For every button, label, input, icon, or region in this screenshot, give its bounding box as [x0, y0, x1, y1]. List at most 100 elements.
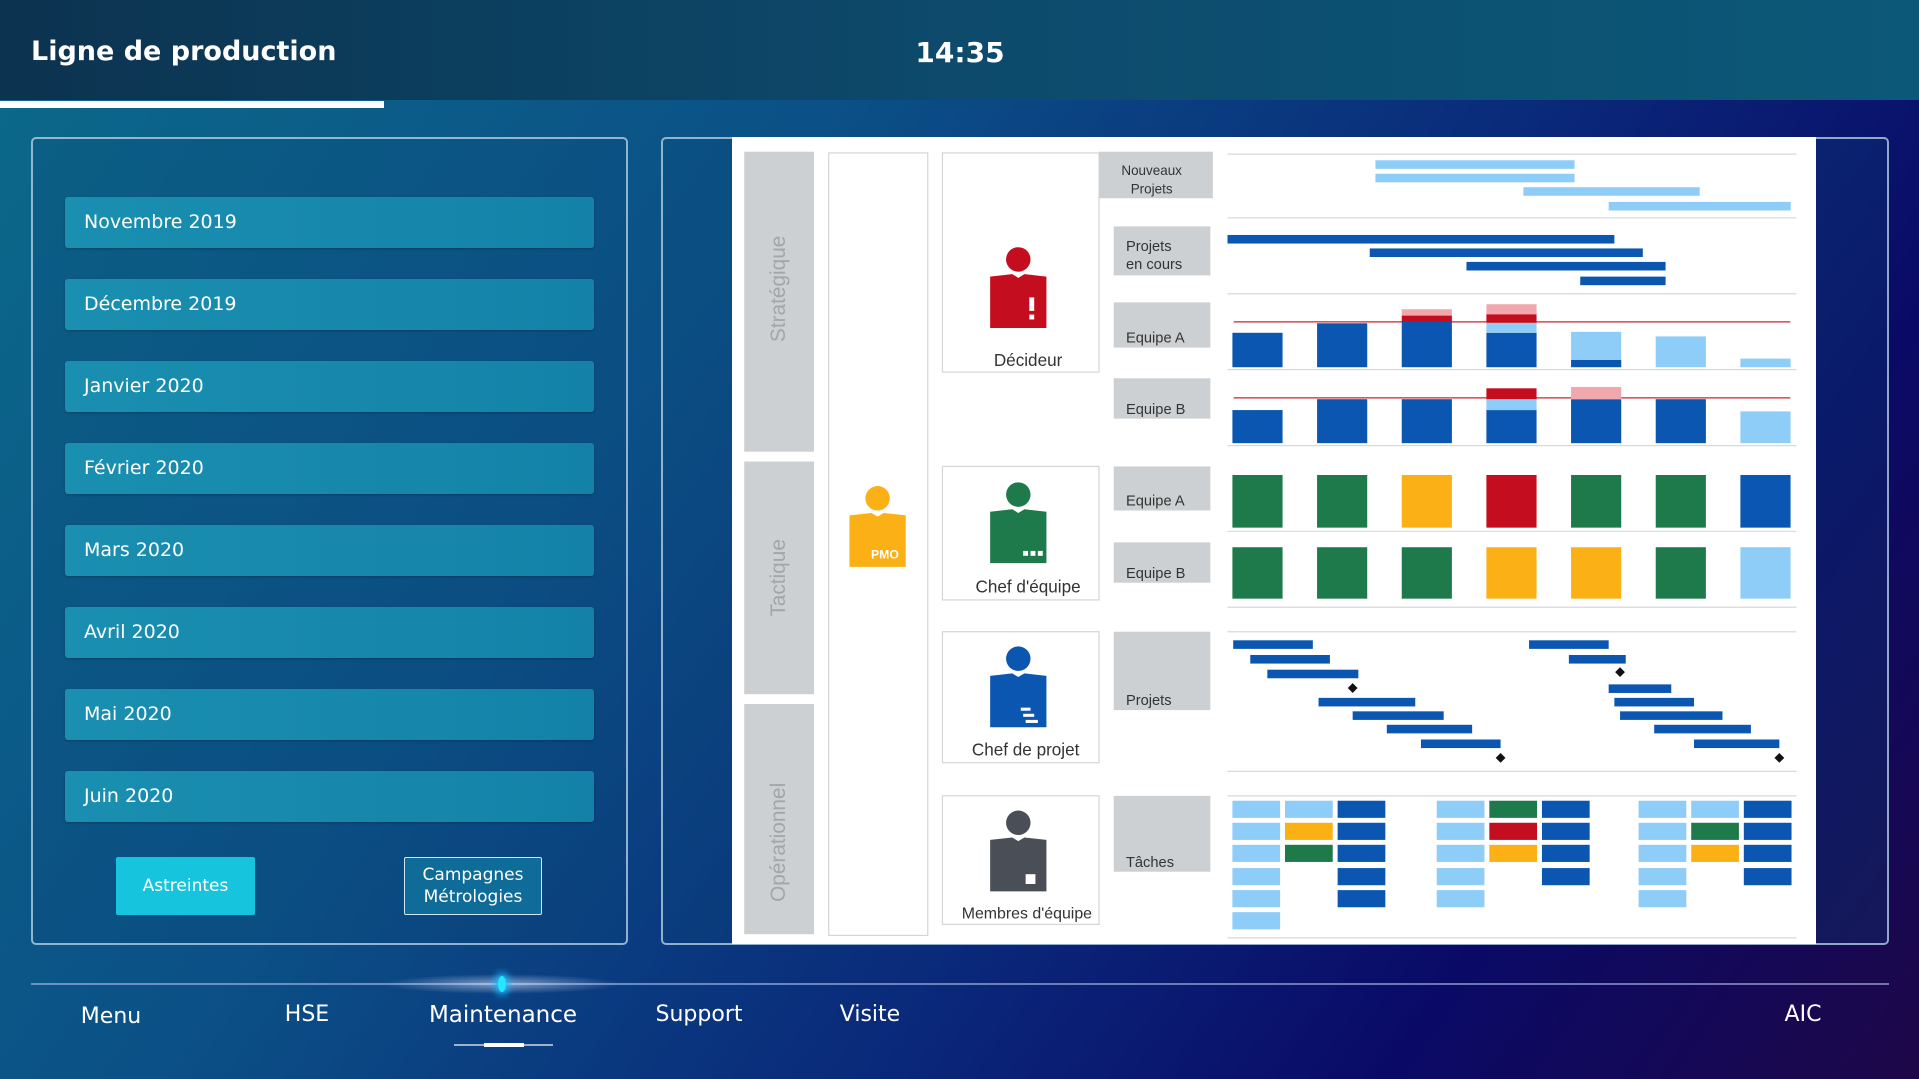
tache-cell	[1743, 868, 1792, 886]
campagnes-metrologies-button[interactable]: Campagnes Métrologies	[404, 857, 542, 915]
label-text: Equipe A	[1126, 331, 1185, 347]
person-body	[990, 274, 1047, 329]
team-glyph	[1023, 550, 1029, 556]
tache-cell	[1436, 822, 1485, 840]
month-item[interactable]: Mai 2020	[65, 689, 594, 740]
month-item[interactable]: Juin 2020	[65, 771, 594, 822]
tache-cell	[1337, 844, 1386, 862]
nav-aic[interactable]: AIC	[1784, 1002, 1822, 1027]
astreintes-button[interactable]: Astreintes	[116, 857, 255, 915]
month-item[interactable]: Novembre 2019	[65, 197, 594, 248]
label-box-equipe-a	[1113, 302, 1211, 348]
milestone-diamond	[1774, 752, 1785, 763]
nouveau-projet-bar	[1608, 201, 1791, 211]
charge-equipe-b-bar-segment	[1486, 410, 1537, 444]
charge-equipe-b-bar-segment	[1317, 399, 1368, 444]
nav-support[interactable]: Support	[655, 1002, 743, 1027]
label-box-equipe-a	[1113, 466, 1211, 511]
month-item[interactable]: Mars 2020	[65, 525, 594, 576]
nav-maintenance[interactable]: Maintenance	[428, 1002, 578, 1028]
statut-equipe-b-square	[1571, 547, 1622, 599]
label-box-equipe-b	[1113, 378, 1211, 419]
member-glyph	[1025, 874, 1036, 884]
tache-cell	[1638, 844, 1687, 862]
gantt-bar	[1568, 654, 1626, 664]
gantt-glyph	[1025, 719, 1038, 723]
tache-cell	[1541, 822, 1590, 840]
tache-cell	[1436, 868, 1485, 886]
tache-cell	[1743, 822, 1792, 840]
gantt-bar	[1318, 697, 1416, 707]
gantt-bar	[1529, 640, 1609, 649]
tache-cell	[1489, 800, 1538, 818]
chef-projet-icon	[990, 646, 1047, 728]
label-text: Projets	[1126, 239, 1172, 255]
tache-cell	[1285, 822, 1333, 840]
nav-hse[interactable]: HSE	[284, 1002, 330, 1027]
month-item[interactable]: Avril 2020	[65, 607, 594, 658]
projet-en-cours-bar	[1466, 261, 1666, 271]
statut-equipe-a-square	[1571, 474, 1622, 528]
level-band-operationnel	[744, 703, 814, 935]
charge-equipe-b-bar-segment	[1571, 386, 1622, 400]
governance-diagram: Stratégique Tactique Opérationnel PMO Dé…	[732, 137, 1816, 944]
person-head	[865, 486, 890, 511]
charge-equipe-b-bar-segment	[1486, 399, 1537, 411]
label-box-equipe-b	[1113, 542, 1211, 583]
role-label: Chef de projet	[972, 739, 1080, 759]
label-box-projets-en-cours	[1113, 226, 1211, 276]
exclamation-dot	[1029, 314, 1035, 320]
charge-equipe-b-bar-segment	[1401, 399, 1452, 444]
level-band-strategique	[744, 151, 814, 452]
tache-cell	[1232, 912, 1281, 930]
chef-equipe-icon	[990, 482, 1047, 564]
tache-cell	[1436, 890, 1485, 908]
person-head	[1006, 247, 1031, 272]
team-glyph	[1030, 550, 1036, 556]
gantt-bar	[1620, 711, 1723, 720]
pmo-person-icon	[849, 486, 906, 567]
footer-divider	[31, 983, 1889, 985]
pmo-label: PMO	[871, 547, 899, 561]
tache-cell	[1436, 844, 1485, 862]
month-item[interactable]: Décembre 2019	[65, 279, 594, 330]
tache-cell	[1541, 800, 1590, 818]
person-body	[849, 512, 906, 567]
tache-cell	[1691, 800, 1739, 818]
nouveau-projet-bar	[1523, 187, 1700, 196]
charge-equipe-a-bar-segment	[1571, 359, 1622, 368]
charge-equipe-a-bar-segment	[1571, 331, 1622, 360]
tache-cell	[1691, 844, 1739, 862]
clock: 14:35	[915, 36, 1005, 69]
charge-equipe-a-bar-segment	[1486, 322, 1537, 333]
role-label: Membres d'équipe	[962, 905, 1092, 922]
level-label: Tactique	[767, 539, 790, 617]
gantt-bar	[1233, 640, 1313, 649]
gantt-bar	[1614, 697, 1695, 707]
charge-equipe-a-bar-segment	[1401, 309, 1452, 316]
nav-visite[interactable]: Visite	[839, 1002, 901, 1027]
membres-icon	[990, 810, 1047, 892]
tache-cell	[1337, 822, 1386, 840]
tache-cell	[1541, 868, 1590, 886]
label-text: Tâches	[1126, 855, 1174, 871]
gantt-bar	[1267, 669, 1359, 679]
statut-equipe-a-square	[1740, 474, 1791, 528]
charge-equipe-a-bar-segment	[1740, 358, 1791, 368]
tache-cell	[1337, 890, 1386, 908]
person-body	[990, 837, 1047, 892]
statut-equipe-a-square	[1401, 474, 1452, 528]
month-item[interactable]: Janvier 2020	[65, 361, 594, 412]
month-item[interactable]: Février 2020	[65, 443, 594, 494]
tache-cell	[1232, 868, 1281, 886]
label-text: Equipe A	[1126, 494, 1185, 510]
team-glyph	[1037, 550, 1043, 556]
charge-equipe-b-bar-segment	[1486, 388, 1537, 400]
level-label: Stratégique	[767, 236, 790, 342]
nav-menu[interactable]: Menu	[80, 1004, 142, 1029]
charge-equipe-a-bar-segment	[1486, 332, 1537, 368]
statut-equipe-b-square	[1740, 547, 1791, 599]
label-text: Equipe B	[1126, 566, 1186, 582]
label-box-nouveaux-projets	[1099, 151, 1213, 199]
charge-equipe-b-bar-segment	[1232, 410, 1283, 444]
